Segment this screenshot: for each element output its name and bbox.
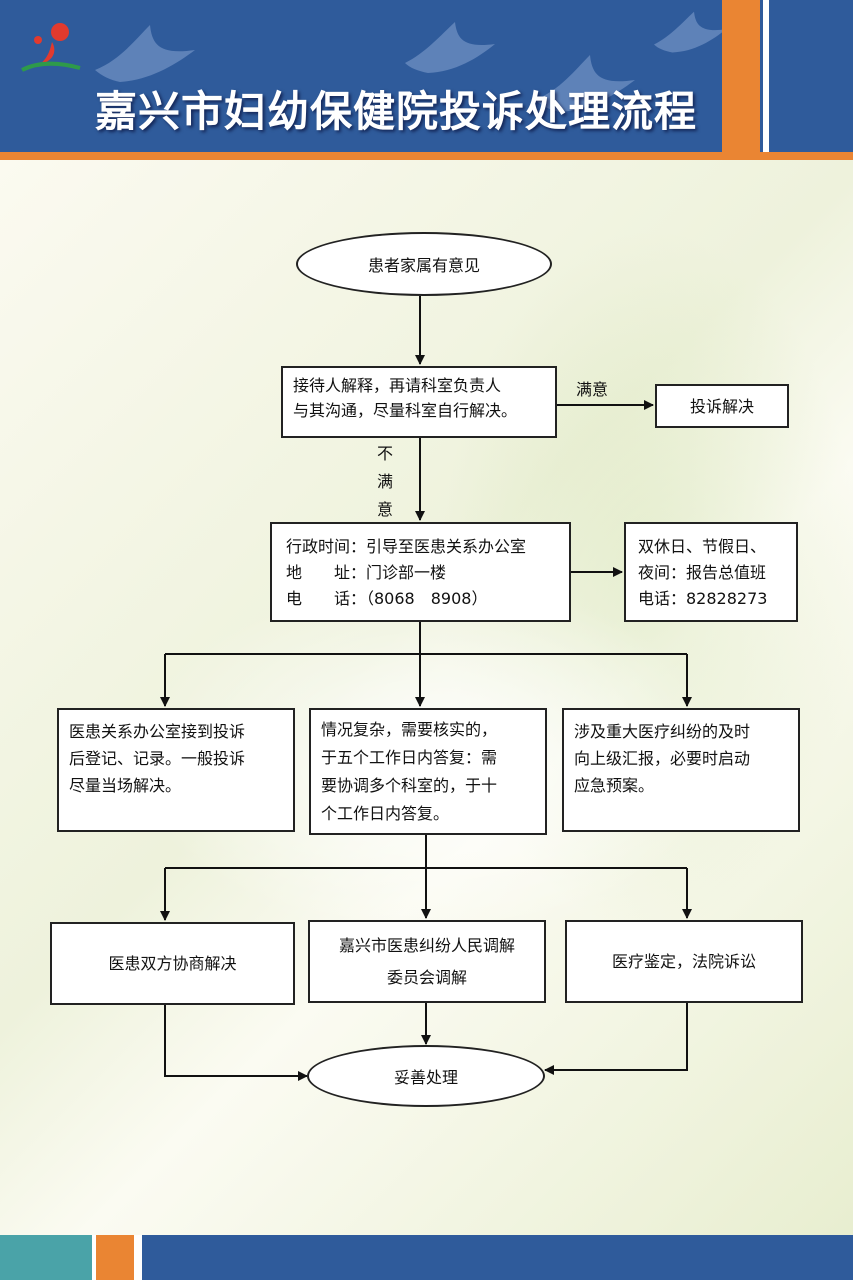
footer-blue-block [142,1235,853,1280]
dove-icon [535,55,635,112]
holiday-line2: 夜间：报告总值班 [638,563,767,582]
res-left-box: 医患双方协商解决 [50,922,295,1005]
office-hours-line: 行政时间：引导至医患关系办公室 [286,537,527,556]
end-node: 妥善处理 [307,1045,545,1107]
end-node-label: 妥善处理 [393,1068,458,1087]
branch-mid-line3: 要协调多个科室的，于十 [321,776,498,795]
step1-line2: 与其沟通，尽量科室自行解决。 [293,401,518,420]
step1-reception-box: 接待人解释，再请科室负责人 与其沟通，尽量科室自行解决。 [281,366,557,438]
dove-icon [405,22,495,73]
header-stripe-blue [769,0,775,152]
office-phone-line: 电 话：（8068 8908） [286,589,488,608]
arrow-res-left-to-end [164,1005,308,1081]
branch-mid-line2: 于五个工作日内答复：需 [321,748,498,767]
satisfied-label: 满意 [576,380,609,399]
unsatisfied-char-2: 满 [377,472,394,491]
office-address-line: 地 址：门诊部一楼 [286,563,447,582]
branch-mid-line1: 情况复杂，需要核实的， [321,720,498,739]
branch-left-line3: 尽量当场解决。 [69,776,182,795]
dove-icon [654,11,726,53]
flow-connectors [160,296,692,1081]
unsatisfied-char-3: 意 [377,500,394,519]
res-right-box: 医疗鉴定，法院诉讼 [565,920,803,1003]
res-mid-line2: 委员会调解 [386,967,467,987]
header-orange-line [0,152,853,162]
footer-bar [0,1235,853,1280]
res-mid-line1: 嘉兴市医患纠纷人民调解 [338,935,515,955]
res-right-label: 医疗鉴定，法院诉讼 [611,952,756,971]
branch-mid-line4: 个工作日内答复。 [321,804,450,823]
holiday-line1: 双休日、节假日、 [638,537,767,556]
branch-right-line1: 涉及重大医疗纠纷的及时 [574,722,751,741]
footer-teal-block [0,1235,92,1280]
res-mid-box: 嘉兴市医患纠纷人民调解 委员会调解 [308,920,546,1003]
footer-orange-block [96,1235,134,1280]
branch-right-line3: 应急预案。 [574,776,655,795]
branch-left-line1: 医患关系办公室接到投诉 [69,722,246,741]
office-box: 行政时间：引导至医患关系办公室 地 址：门诊部一楼 电 话：（8068 8908… [270,522,571,622]
start-node: 患者家属有意见 [296,232,552,296]
page-title: 嘉兴市妇幼保健院投诉处理流程 [95,87,698,136]
unsatisfied-label: 不 满 意 [377,440,395,524]
resolved-box: 投诉解决 [655,384,789,428]
resolved-label: 投诉解决 [689,396,754,416]
unsatisfied-char-1: 不 [377,444,394,463]
branch-right-line2: 向上级汇报，必要时启动 [574,749,751,768]
holiday-box: 双休日、节假日、 夜间：报告总值班 电话：82828273 [624,522,798,622]
arrow-res-right-to-end [544,1003,688,1075]
holiday-phone-line: 电话：82828273 [638,589,768,608]
header-stripe-white [763,0,769,152]
start-node-label: 患者家属有意见 [367,256,480,275]
res-left-label: 医患双方协商解决 [108,954,237,973]
branch-left-line2: 后登记、记录。一般投诉 [69,749,246,768]
branch-right-box: 涉及重大医疗纠纷的及时 向上级汇报，必要时启动 应急预案。 [562,708,800,832]
header-stripe-orange [722,0,760,152]
hospital-logo-icon [21,23,81,72]
branch-mid-box: 情况复杂，需要核实的， 于五个工作日内答复：需 要协调多个科室的，于十 个工作日… [309,708,547,835]
branch-left-box: 医患关系办公室接到投诉 后登记、记录。一般投诉 尽量当场解决。 [57,708,295,832]
step1-line1: 接待人解释，再请科室负责人 [293,376,502,395]
dove-icon [95,25,195,82]
header-banner: 嘉兴市妇幼保健院投诉处理流程 [0,0,853,152]
